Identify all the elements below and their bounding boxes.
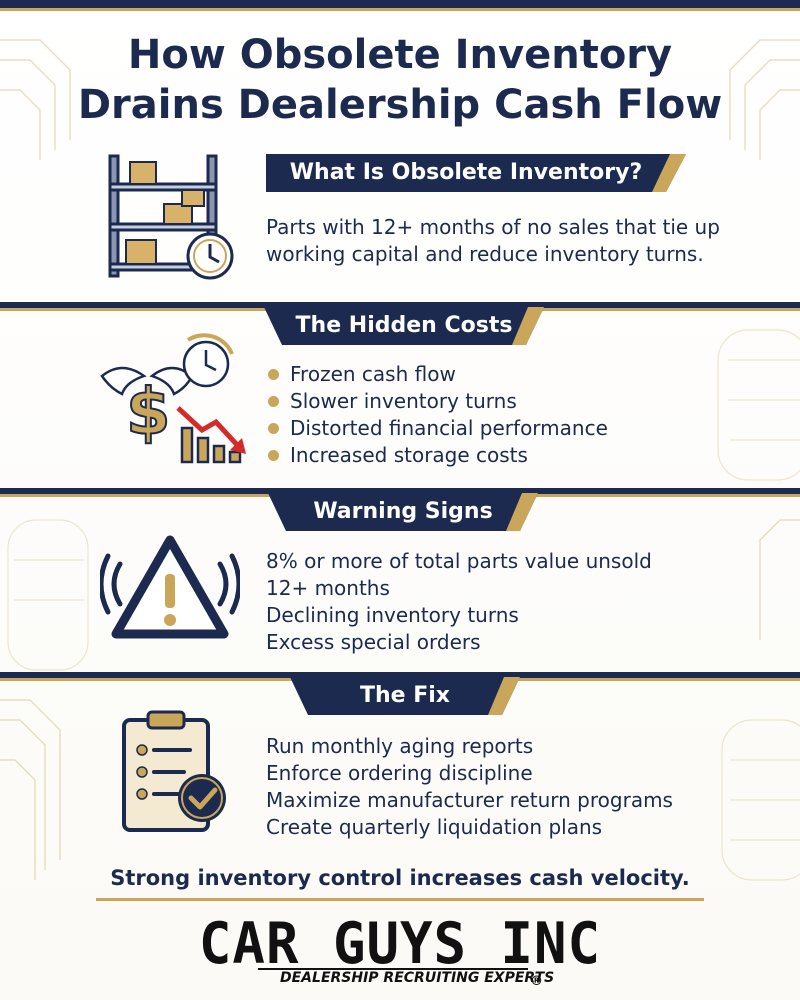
logo-subtitle: DEALERSHIP RECRUITING EXPERTS xyxy=(280,970,555,986)
flying-money-declining-chart-icon: $ xyxy=(100,333,246,464)
list-item: Enforce ordering discipline xyxy=(266,761,533,785)
list-item: Increased storage costs xyxy=(266,442,608,469)
banner-warning: Warning Signs xyxy=(268,493,538,531)
registered-mark: ® xyxy=(530,974,543,989)
list-item: Slower inventory turns xyxy=(266,388,608,415)
banner-costs-shape xyxy=(264,307,544,345)
banner-costs: The Hidden Costs xyxy=(264,307,544,345)
page-title: How Obsolete Inventory Drains Dealership… xyxy=(0,30,800,130)
banner-warning-shape xyxy=(268,493,538,531)
title-line-2: Drains Dealership Cash Flow xyxy=(77,82,723,128)
tagline-underline xyxy=(96,898,704,901)
tagline: Strong inventory control increases cash … xyxy=(110,866,690,890)
list-item: Frozen cash flow xyxy=(266,361,608,388)
what-description: Parts with 12+ months of no sales that t… xyxy=(266,214,720,268)
shelf-with-clock-icon xyxy=(108,154,234,280)
section-heading-costs: The Hidden Costs xyxy=(295,313,513,338)
top-gold-bar xyxy=(0,8,800,11)
list-item: Create quarterly liquidation plans xyxy=(266,815,603,839)
what-description-line-1: Parts with 12+ months of no sales that t… xyxy=(266,215,720,239)
section-heading-warning: Warning Signs xyxy=(313,499,493,524)
list-item: Excess special orders xyxy=(266,630,481,654)
fix-list: Run monthly aging reports Enforce orderi… xyxy=(266,733,673,841)
top-navy-bar xyxy=(0,0,800,8)
title-line-1: How Obsolete Inventory xyxy=(127,32,673,78)
banner-fix: The Fix xyxy=(290,677,520,715)
list-item: Distorted financial performance xyxy=(266,415,608,442)
list-item: Declining inventory turns xyxy=(266,603,519,627)
section-heading-fix: The Fix xyxy=(359,683,450,708)
warning-list: 8% or more of total parts value unsold 1… xyxy=(266,548,652,656)
warning-triangle-icon xyxy=(100,535,240,639)
costs-list: Frozen cash flow Slower inventory turns … xyxy=(266,361,608,469)
svg-text:$: $ xyxy=(126,376,171,450)
logo-wordmark: CAR GUYS INC xyxy=(198,910,602,977)
what-description-line-2: working capital and reduce inventory tur… xyxy=(266,242,704,266)
list-item: Run monthly aging reports xyxy=(266,734,534,758)
banner-what-shape xyxy=(266,154,686,192)
banner-what: What Is Obsolete Inventory? xyxy=(266,154,686,192)
banner-fix-shape xyxy=(290,677,520,715)
list-item: 8% or more of total parts value unsold xyxy=(266,549,652,573)
section-heading-what: What Is Obsolete Inventory? xyxy=(289,160,643,185)
list-item: 12+ months xyxy=(266,576,390,600)
list-item: Maximize manufacturer return programs xyxy=(266,788,673,812)
logo-rule xyxy=(258,968,528,970)
clipboard-checkmark-icon xyxy=(122,710,226,832)
